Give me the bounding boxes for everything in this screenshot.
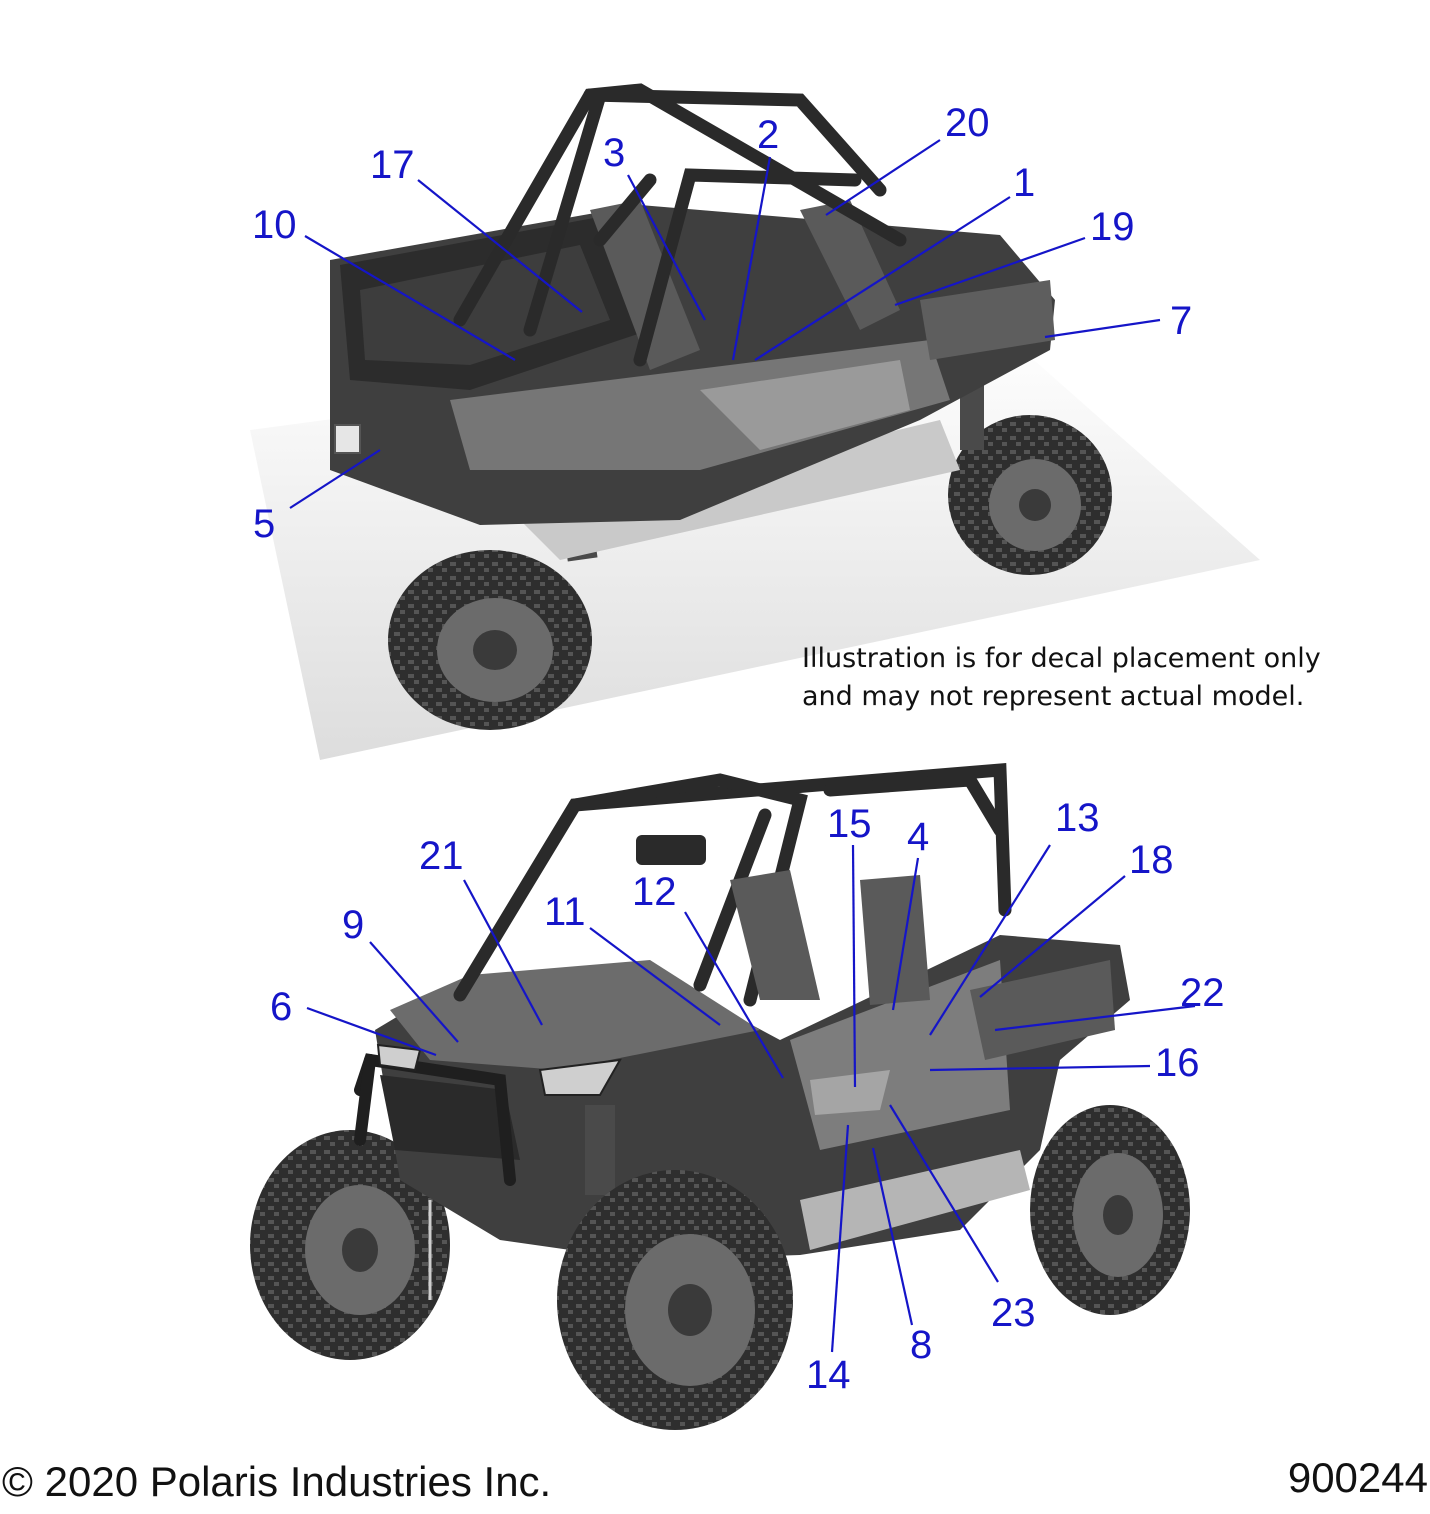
leader-15 bbox=[851, 844, 857, 1088]
leader-13 bbox=[929, 844, 1051, 1036]
callout-numbers-top: 17 10 3 2 20 1 19 7 5 bbox=[252, 101, 1192, 546]
callout-19: 19 bbox=[1090, 205, 1135, 249]
leader-4 bbox=[891, 857, 920, 1011]
rear-right-wheel bbox=[1030, 1105, 1190, 1315]
copyright-text: © 2020 Polaris Industries Inc. bbox=[2, 1458, 552, 1505]
front-left-wheel bbox=[250, 1130, 450, 1360]
bottom-vehicle-illustration bbox=[250, 762, 1190, 1430]
callout-11: 11 bbox=[544, 890, 586, 934]
callout-18: 18 bbox=[1129, 838, 1174, 882]
callout-22: 22 bbox=[1180, 971, 1225, 1015]
callout-14: 14 bbox=[806, 1353, 851, 1397]
leader-22 bbox=[994, 1004, 1196, 1032]
callout-6: 6 bbox=[270, 985, 292, 1029]
leader-23 bbox=[889, 1104, 999, 1283]
front-right-wheel-bottom bbox=[557, 1170, 793, 1430]
leader-12 bbox=[684, 911, 784, 1079]
leader-9 bbox=[369, 941, 459, 1043]
callout-7: 7 bbox=[1170, 299, 1192, 343]
callout-21: 21 bbox=[419, 834, 464, 878]
leader-14 bbox=[830, 1124, 850, 1353]
leader-3 bbox=[627, 174, 706, 321]
callout-16: 16 bbox=[1155, 1041, 1200, 1085]
callout-12: 12 bbox=[632, 870, 677, 914]
rear-left-wheel bbox=[388, 550, 592, 730]
leader-1 bbox=[754, 196, 1011, 361]
leader-20 bbox=[825, 139, 941, 216]
leader-7 bbox=[1044, 318, 1161, 339]
leader-lines bbox=[289, 139, 1196, 1353]
callout-1: 1 bbox=[1013, 161, 1035, 205]
disclaimer-line-2: and may not represent actual model. bbox=[802, 681, 1305, 712]
callout-8: 8 bbox=[910, 1323, 932, 1367]
leader-16 bbox=[929, 1064, 1151, 1072]
callout-20: 20 bbox=[945, 101, 990, 145]
callout-13: 13 bbox=[1055, 796, 1100, 840]
leader-21 bbox=[463, 879, 543, 1026]
disclaimer-line-1: Illustration is for decal placement only bbox=[802, 643, 1321, 674]
leader-2 bbox=[731, 156, 772, 361]
front-right-wheel bbox=[948, 415, 1112, 575]
disclaimer-note: Illustration is for decal placement only… bbox=[802, 640, 1402, 716]
leader-6 bbox=[306, 1006, 437, 1057]
callout-4: 4 bbox=[907, 815, 929, 859]
callout-15: 15 bbox=[827, 802, 872, 846]
callout-9: 9 bbox=[342, 903, 364, 947]
callout-2: 2 bbox=[757, 113, 779, 157]
leader-5 bbox=[289, 449, 381, 509]
callout-23: 23 bbox=[991, 1291, 1036, 1335]
leader-8 bbox=[871, 1147, 914, 1326]
callout-numbers-bottom: 21 9 6 11 12 15 4 13 18 22 16 23 8 14 bbox=[270, 796, 1225, 1397]
leader-10 bbox=[304, 235, 516, 361]
callout-3: 3 bbox=[603, 131, 625, 175]
callout-17: 17 bbox=[370, 143, 415, 187]
diagram-number: 900244 bbox=[1287, 1454, 1428, 1501]
callout-10: 10 bbox=[252, 203, 297, 247]
leader-19 bbox=[894, 236, 1086, 307]
top-vehicle-illustration bbox=[250, 83, 1260, 760]
leader-11 bbox=[589, 927, 721, 1026]
leader-18 bbox=[979, 875, 1126, 998]
callout-5: 5 bbox=[253, 502, 275, 546]
leader-17 bbox=[417, 179, 583, 313]
